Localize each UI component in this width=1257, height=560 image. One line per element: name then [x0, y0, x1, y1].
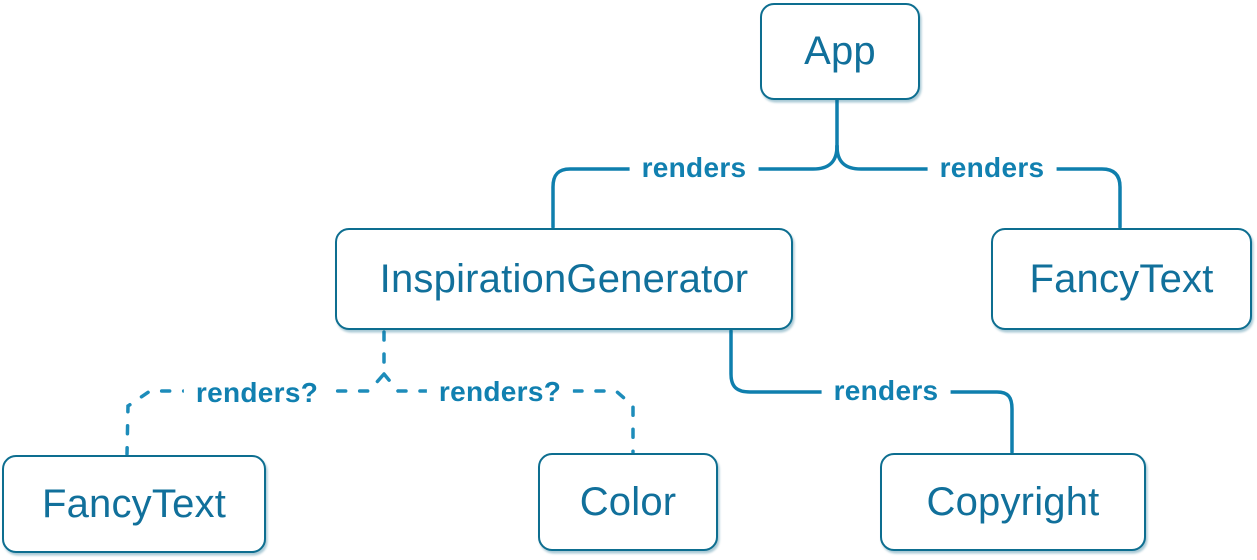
edge-app-inspiration-generator — [551, 144, 839, 229]
edge-label-renders-app-inspiration-generator: renders — [629, 152, 759, 184]
node-fancy-text-left: FancyText — [2, 455, 266, 553]
edge-label-renders-app-fancy-text: renders — [927, 152, 1057, 184]
node-fancy-text-right-label: FancyText — [1029, 256, 1214, 301]
node-copyright-label: Copyright — [926, 479, 1100, 524]
node-fancy-text-left-label: FancyText — [41, 481, 227, 526]
node-inspiration-generator: InspirationGenerator — [335, 228, 793, 330]
edge-label-renders-maybe-color: renders? — [426, 376, 574, 408]
node-app-label: App — [804, 29, 876, 73]
node-app: App — [760, 3, 920, 100]
edge-label-renders-copyright: renders — [821, 375, 951, 407]
edge-label-renders-maybe-fancy-text: renders? — [183, 377, 331, 409]
node-inspiration-generator-label: InspirationGenerator — [379, 256, 749, 301]
edge-app-fancy-text — [835, 144, 1122, 229]
node-color: Color — [538, 453, 718, 551]
node-fancy-text-right: FancyText — [991, 228, 1252, 330]
node-color-label: Color — [579, 479, 677, 524]
node-copyright: Copyright — [880, 453, 1146, 551]
